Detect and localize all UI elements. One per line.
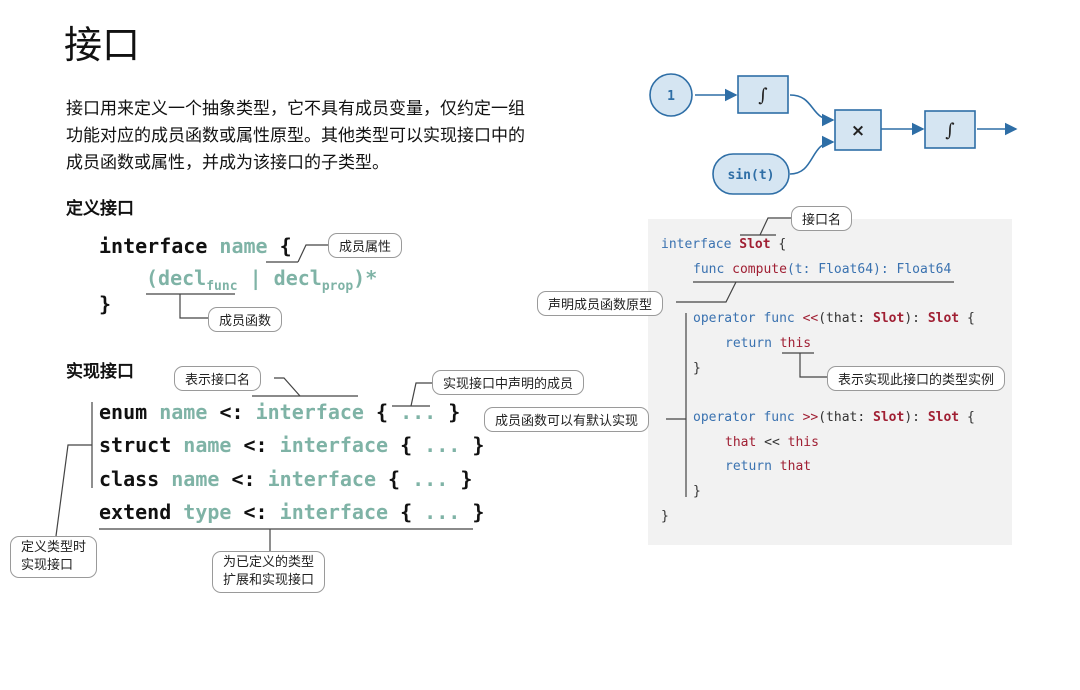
- code-line: that << this: [725, 435, 819, 450]
- flow-integral-node: [737, 75, 789, 114]
- implement-row: extend type <: interface { ... }: [99, 500, 485, 524]
- flow-multiply-node: [834, 109, 882, 151]
- flow-integral-node: [924, 110, 976, 149]
- code-line: }: [693, 484, 701, 499]
- implement-heading: 实现接口: [66, 362, 134, 382]
- tag-code-interface-name: 接口名: [791, 206, 853, 231]
- flow-sin-label: sin(t): [728, 168, 775, 183]
- leader-prop: [297, 244, 328, 263]
- implement-row: struct name <: interface { ... }: [99, 433, 485, 457]
- tag-declared-members: 实现接口中声明的成员: [432, 370, 585, 395]
- intro-line: 功能对应的成员函数或属性原型。其他类型可以实现接口中的: [66, 126, 525, 146]
- intro-line: 成员函数或属性，并成为该接口的子类型。: [66, 153, 389, 173]
- tag-member-function: 成员函数: [208, 307, 283, 332]
- leader-members: [410, 382, 432, 407]
- brace-close: }: [99, 292, 112, 316]
- intro-line: 接口用来定义一个抽象类型，它不具有成员变量，仅约定一组: [66, 99, 525, 119]
- code-line: }: [693, 361, 701, 376]
- define-line-1: interface name {: [99, 234, 292, 258]
- code-line: func compute(t: Float64): Float64: [693, 262, 952, 277]
- leader-iface-name: [274, 377, 301, 397]
- tag-declare-prototype: 声明成员函数原型: [537, 291, 664, 316]
- flow-integral-label: ∫: [758, 85, 768, 106]
- page-title: 接口: [64, 23, 141, 67]
- decl-separator: |: [249, 266, 262, 290]
- brace-open: {: [279, 234, 292, 258]
- tag-interface-name: 表示接口名: [174, 366, 262, 391]
- implement-row: enum name <: interface { ... }: [99, 400, 461, 424]
- flow-multiply-label: ×: [851, 121, 865, 141]
- leader-define: [55, 444, 92, 537]
- define-heading: 定义接口: [66, 199, 134, 219]
- implement-row: class name <: interface { ... }: [99, 467, 473, 491]
- tag-define-time: 定义类型时实现接口: [10, 536, 98, 578]
- code-line: operator func <<(that: Slot): Slot {: [693, 311, 975, 326]
- flow-arrow: [789, 94, 835, 127]
- flow-arrow: [789, 135, 835, 175]
- tag-extend: 为已定义的类型扩展和实现接口: [212, 551, 326, 593]
- define-line-2: (declfunc | declprop)*: [146, 266, 377, 294]
- decl-func: (declfunc: [146, 266, 238, 294]
- leader-slot: [759, 217, 791, 236]
- keyword-interface: interface: [99, 234, 208, 258]
- code-line: return this: [725, 336, 812, 351]
- tag-this-instance: 表示实现此接口的类型实例: [827, 366, 1006, 391]
- decl-prop: declprop)*: [273, 266, 378, 294]
- code-line: operator func >>(that: Slot): Slot {: [693, 410, 975, 425]
- code-line: return that: [725, 459, 812, 474]
- flow-const-node: [649, 73, 693, 117]
- leader-this: [799, 353, 827, 378]
- flow-const-label: 1: [667, 89, 675, 104]
- code-line: interface Slot {: [661, 237, 787, 252]
- name-placeholder: name: [219, 234, 268, 258]
- intro-paragraph: 接口用来定义一个抽象类型，它不具有成员变量，仅约定一组 功能对应的成员函数或属性…: [66, 96, 606, 177]
- flow-diagram: 1 ∫ × ∫ sin(t): [649, 73, 1018, 195]
- code-line: }: [661, 509, 669, 524]
- leader-decl: [676, 281, 737, 303]
- flow-sin-node: [712, 153, 790, 195]
- flow-integral-label: ∫: [945, 120, 955, 141]
- tag-default-impl: 成员函数可以有默认实现: [484, 407, 650, 432]
- leader-func: [179, 294, 208, 319]
- tag-member-property: 成员属性: [328, 233, 403, 258]
